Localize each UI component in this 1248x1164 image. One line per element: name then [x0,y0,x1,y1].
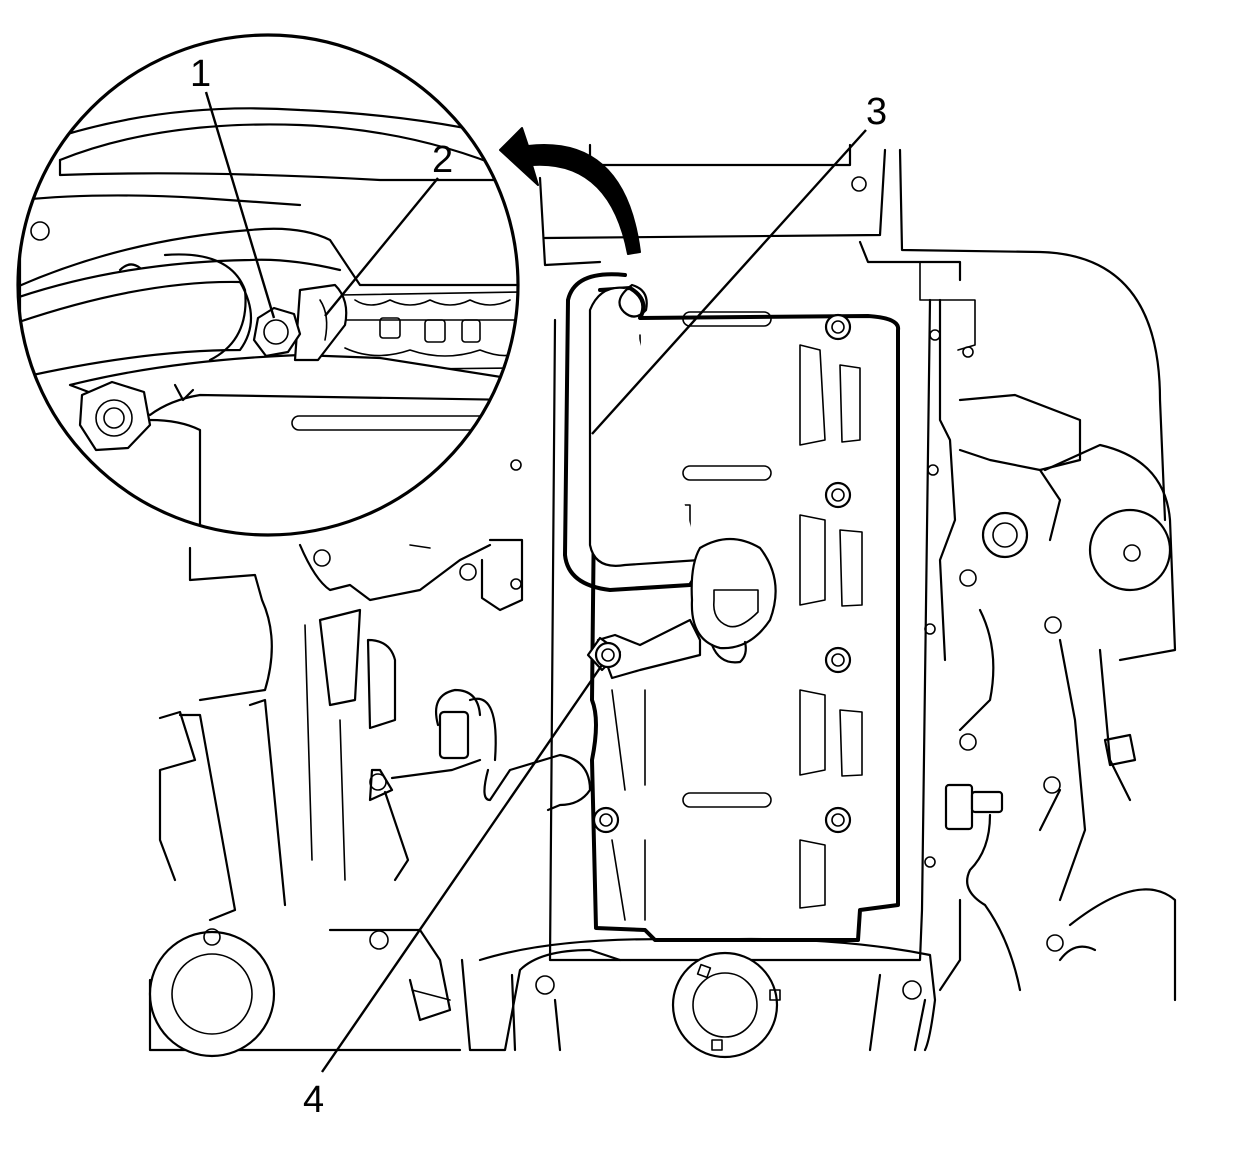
callout-2: 2 [432,139,453,181]
engine-block [148,143,1177,1058]
callout-labels: 1 2 3 4 [190,53,887,1121]
leader-lines [204,91,867,1073]
leader-line-3 [591,129,867,435]
oil-pan [460,286,941,1059]
rotation-arrow-icon [499,127,641,255]
callout-1: 1 [190,53,211,95]
leader-line-1 [204,91,276,319]
detail-magnifier [16,33,520,537]
callout-3: 3 [866,91,887,133]
leader-line-2 [324,177,439,317]
callout-4: 4 [303,1079,324,1121]
leader-line-4 [321,664,603,1073]
oil-pickup-tube [563,272,777,680]
